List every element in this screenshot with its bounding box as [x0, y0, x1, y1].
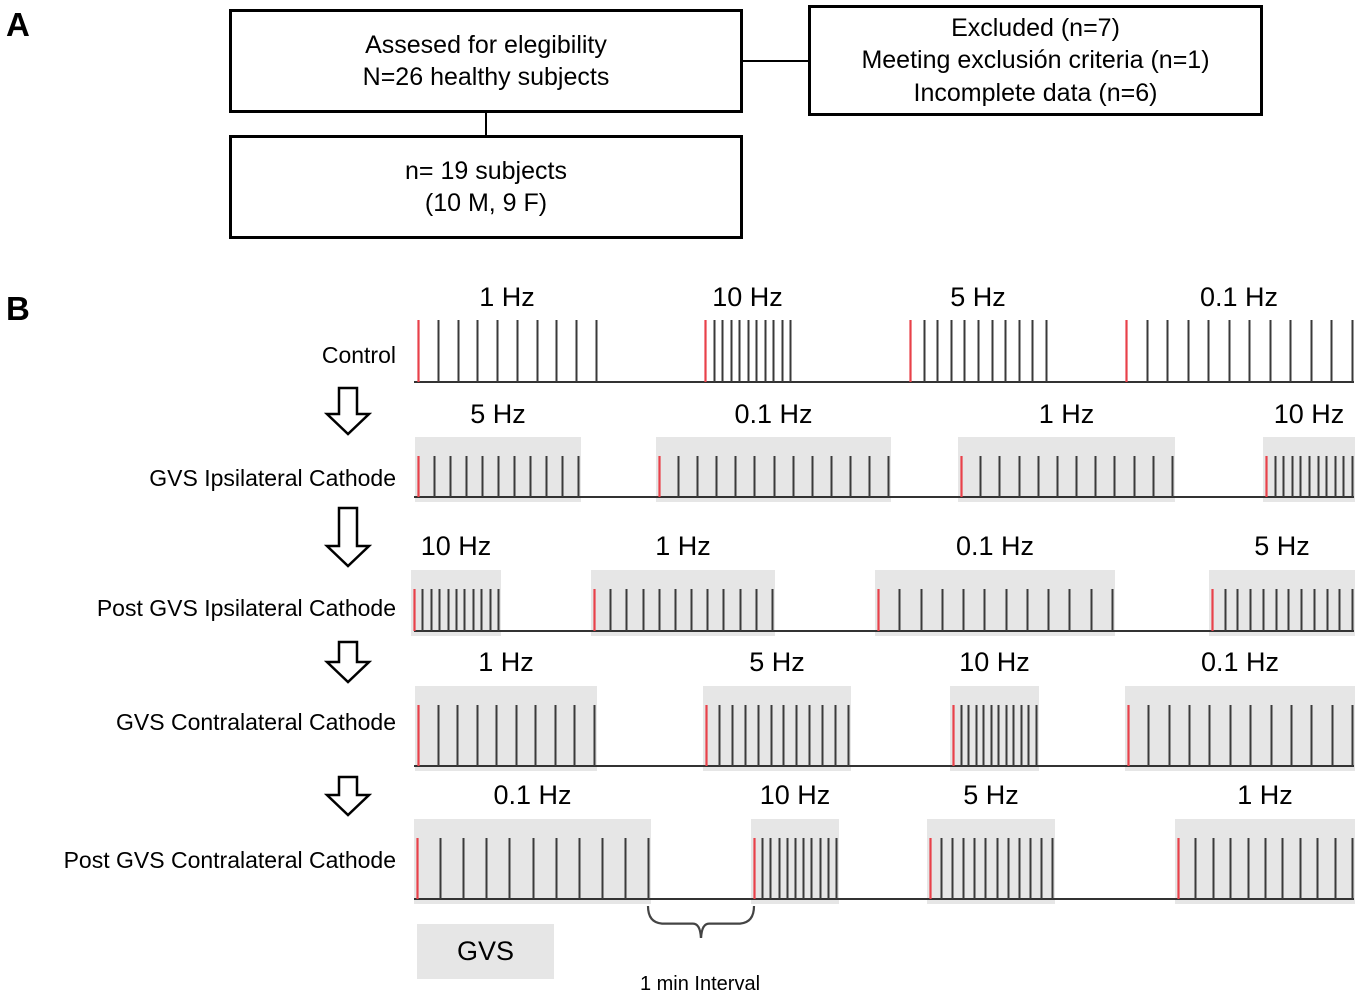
flow-box-assessed: Assesed for elegibility N=26 healthy sub… [229, 9, 743, 113]
block-frequency-label-1: 0.1 Hz [734, 399, 812, 429]
block-frequency-label-1: 10 Hz [760, 780, 831, 810]
block-frequency-label-0: 1 Hz [479, 282, 535, 312]
timeline-row-4: 0.1 Hz 10 Hz 5 Hz 1 Hz [414, 780, 1355, 904]
gvs-shade-block-2 [958, 437, 1175, 502]
gvs-shade-block-3 [1209, 570, 1355, 636]
block-frequency-label-1: 5 Hz [749, 647, 805, 677]
connector-to-excluded [743, 60, 809, 62]
down-arrow-icon-1 [323, 506, 373, 568]
gvs-legend-swatch: GVS [417, 924, 554, 979]
row-label-control: Control [321, 342, 396, 368]
block-frequency-label-3: 1 Hz [1237, 780, 1293, 810]
included-line-2: (10 M, 9 F) [424, 189, 548, 217]
timeline-row-2: 10 Hz 1 Hz 0.1 Hz 5 Hz [411, 531, 1355, 636]
block-frequency-label-0: 5 Hz [470, 399, 526, 429]
block-frequency-label-2: 0.1 Hz [956, 531, 1034, 561]
block-frequency-label-2: 1 Hz [1039, 399, 1095, 429]
block-frequency-label-2: 10 Hz [959, 647, 1030, 677]
gvs-shade-block-2 [950, 686, 1039, 771]
gvs-legend-label: GVS [456, 936, 515, 966]
timeline-row-3: 1 Hz 5 Hz 10 Hz 0.1 Hz [414, 647, 1355, 771]
gvs-shade-block-3 [1125, 686, 1355, 771]
block-frequency-label-3: 0.1 Hz [1201, 647, 1279, 677]
row-label-post-gvs-contralateral: Post GVS Contralateral Cathode [63, 847, 396, 873]
row-label-gvs-contralateral: GVS Contralateral Cathode [116, 709, 396, 735]
gvs-shade-block-1 [591, 570, 775, 636]
block-frequency-label-0: 0.1 Hz [493, 780, 571, 810]
excluded-line-2: Meeting exclusión criteria (n=1) [861, 46, 1210, 75]
gvs-shade-block-2 [875, 570, 1115, 636]
interval-label: 1 min Interval [639, 973, 761, 995]
excluded-line-3: Incomplete data (n=6) [913, 78, 1158, 107]
flow-box-included: n= 19 subjects (10 M, 9 F) [229, 135, 743, 239]
timeline-row-0: 1 Hz 10 Hz 5 Hz 0.1 Hz [414, 282, 1354, 383]
panel-b-letter: B [6, 290, 30, 327]
row-label-post-gvs-ipsilateral: Post GVS Ipsilateral Cathode [96, 595, 396, 621]
block-frequency-label-3: 5 Hz [1254, 531, 1310, 561]
panel-a-flowchart: A Assesed for elegibility N=26 healthy s… [0, 0, 1360, 258]
block-frequency-label-0: 10 Hz [421, 531, 492, 561]
excluded-line-1: Excluded (n=7) [951, 13, 1120, 42]
included-line-1: n= 19 subjects [405, 156, 567, 185]
down-arrow-icon-3 [323, 775, 373, 817]
panel-a-letter: A [6, 6, 30, 43]
block-frequency-label-0: 1 Hz [478, 647, 534, 677]
down-arrow-icon-2 [323, 640, 373, 684]
down-arrow-icon-0 [323, 386, 373, 436]
assessed-line-2: N=26 healthy subjects [362, 63, 610, 91]
gvs-shade-block-2 [927, 819, 1055, 904]
flow-box-excluded: Excluded (n=7) Meeting exclusión criteri… [808, 5, 1263, 116]
block-frequency-label-2: 5 Hz [950, 282, 1006, 312]
interval-bracket [646, 905, 756, 938]
gvs-shade-block-0 [415, 686, 597, 771]
row-label-gvs-ipsilateral: GVS Ipsilateral Cathode [149, 465, 396, 491]
block-frequency-label-3: 0.1 Hz [1200, 282, 1278, 312]
gvs-shade-block-1 [703, 686, 851, 771]
block-frequency-label-2: 5 Hz [963, 780, 1019, 810]
block-frequency-label-3: 10 Hz [1274, 399, 1345, 429]
connector-to-included [485, 112, 487, 136]
block-frequency-label-1: 10 Hz [712, 282, 783, 312]
assessed-line-1: Assesed for elegibility [365, 30, 607, 59]
block-frequency-label-1: 1 Hz [655, 531, 711, 561]
timeline-row-1: 5 Hz 0.1 Hz 1 Hz 10 Hz [414, 399, 1355, 502]
